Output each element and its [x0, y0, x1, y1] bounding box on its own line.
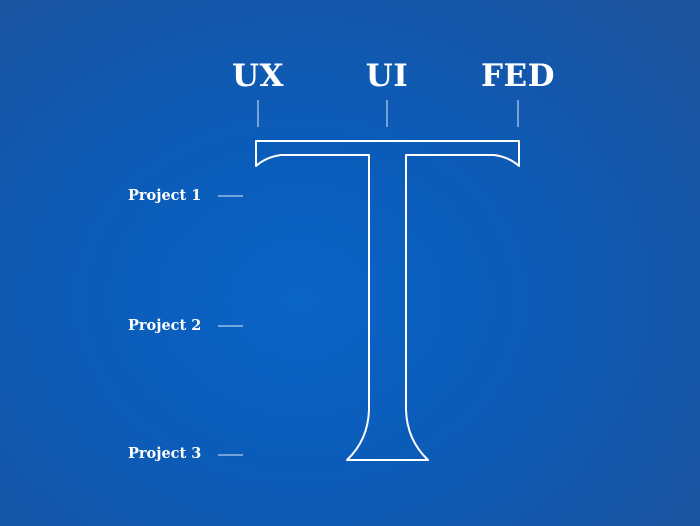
row-label-project-3: Project 3 — [128, 445, 202, 462]
column-label-ux: UX — [231, 58, 285, 94]
row-label-project-2: Project 2 — [128, 317, 202, 334]
letter-t-outline — [255, 140, 520, 461]
row-label-project-1: Project 1 — [128, 187, 202, 204]
column-label-ui: UI — [365, 58, 409, 94]
column-label-fed: FED — [480, 58, 556, 94]
